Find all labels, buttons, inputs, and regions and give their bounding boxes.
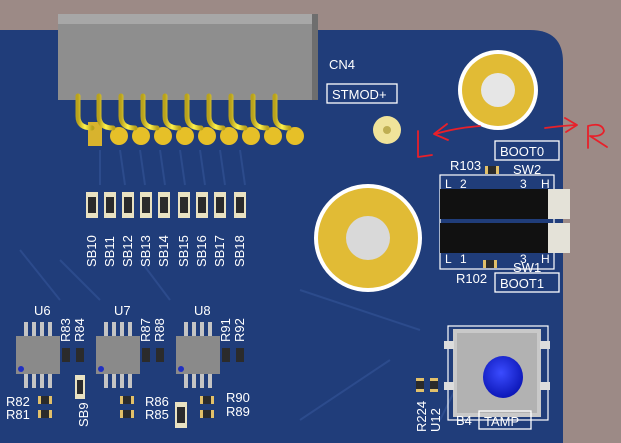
solder-bridge-sb18 [234,192,246,218]
sb-label-sb11: SB11 [102,236,117,267]
ic-u6 [16,322,60,388]
resistor-r84 [76,348,84,362]
tamp-button[interactable] [444,329,550,417]
r90-label: R90 [226,390,250,405]
mounting-hole-middle [314,184,422,292]
solder-bridge-sb12 [122,192,134,218]
r224-parts [416,378,438,392]
resistor-r92 [236,348,244,362]
sb-label-sb15: SB15 [176,235,191,267]
resistor-r88 [156,348,164,362]
tamp-outline [447,325,549,421]
sw1-label: SW1 [513,260,541,275]
b4-label: B4 [456,413,472,428]
tamp-box [478,410,532,430]
resistor-r83 [62,348,70,362]
switch-outline [439,174,555,270]
left-arrow-line [434,125,481,135]
annotation-letter-l [417,130,433,158]
mounting-hole-top [458,50,538,130]
r102-label: R102 [456,271,487,286]
r86-r85-resistors [120,396,134,418]
resistor-r91 [222,348,230,362]
resistor-label-r91: R91 [218,318,233,342]
r103-resistor [485,166,499,174]
sw2-label: SW2 [513,162,541,177]
resistor-r87 [142,348,150,362]
stmod-box [326,83,398,104]
sw2-pin-h: H [541,177,550,191]
r82-label: R82 [6,394,30,409]
ic-u7 [96,322,140,388]
solder-bridge-sb15 [178,192,190,218]
connector-pins [75,93,304,146]
sw1-switch[interactable] [440,223,570,253]
left-arrow-head [433,123,449,141]
resistor-label-r88: R88 [152,318,167,342]
sw2-pin-3: 3 [520,177,527,191]
r89-label: R89 [226,404,250,419]
sw1-pin-h: H [541,252,550,266]
r102-resistor [483,260,497,268]
sw1-pin-3: 3 [520,252,527,266]
solder-bridge-sb14 [158,192,170,218]
pcb-traces [19,149,471,421]
via-hole [383,126,391,134]
sb9-label: SB9 [76,402,91,427]
sb-label-sb14: SB14 [156,235,171,267]
sb9-bridge [75,375,85,399]
solder-bridge-sb13 [140,192,152,218]
ic-u8 [176,322,220,388]
stmod-label: STMOD+ [332,87,387,102]
cn4-label: CN4 [329,57,355,72]
resistor-label-r84: R84 [72,318,87,342]
annotation-arrows [417,117,608,158]
tamp-button-cap[interactable] [483,356,523,398]
solder-bridge-sb16 [196,192,208,218]
sb-label-sb12: SB12 [120,235,135,267]
resistor-label-r87: R87 [138,318,153,342]
ic-ref-u8: U8 [194,303,211,318]
sw2-pin-labels: L 2 3 H [445,177,550,191]
boot1-box [494,272,560,293]
solder-bridge-sb11 [104,192,116,218]
resistor-label-r83: R83 [58,318,73,342]
r90-r89-resistors [200,396,214,418]
boot1-label: BOOT1 [500,276,544,291]
sb-label-sb10: SB10 [84,235,99,267]
sb-label-sb17: SB17 [212,235,227,267]
sb-bottom-bridge [175,402,187,428]
sb-label-sb13: SB13 [138,235,153,267]
right-arrow-line [544,124,576,129]
r103-label: R103 [450,158,481,173]
ic-ref-u6: U6 [34,303,51,318]
tamp-label: TAMP [484,414,519,429]
r86-label: R86 [145,394,169,409]
solder-bridge-sb10 [86,192,98,218]
sb-label-sb18: SB18 [232,235,247,267]
annotation-letter-r [587,123,608,149]
boot0-box [494,140,560,161]
r81-label: R81 [6,407,30,422]
u12-label: U12 [428,408,443,432]
sw1-pin-labels: L 1 3 H [445,252,550,266]
r82-r81-resistors [38,396,52,418]
sw1-pin-1: 1 [460,252,467,266]
r85-label: R85 [145,407,169,422]
r224-label: R224 [414,401,429,432]
solder-bridge-sb17 [214,192,226,218]
right-arrow-head [564,117,578,133]
sw2-pin-l: L [445,177,452,191]
ic-ref-u7: U7 [114,303,131,318]
resistor-label-r92: R92 [232,318,247,342]
sw2-pin-2: 2 [460,177,467,191]
boot0-label: BOOT0 [500,144,544,159]
sw1-pin-l: L [445,252,452,266]
sw2-switch[interactable] [440,189,570,219]
cn4-connector [58,14,318,100]
sb-label-sb16: SB16 [194,235,209,267]
